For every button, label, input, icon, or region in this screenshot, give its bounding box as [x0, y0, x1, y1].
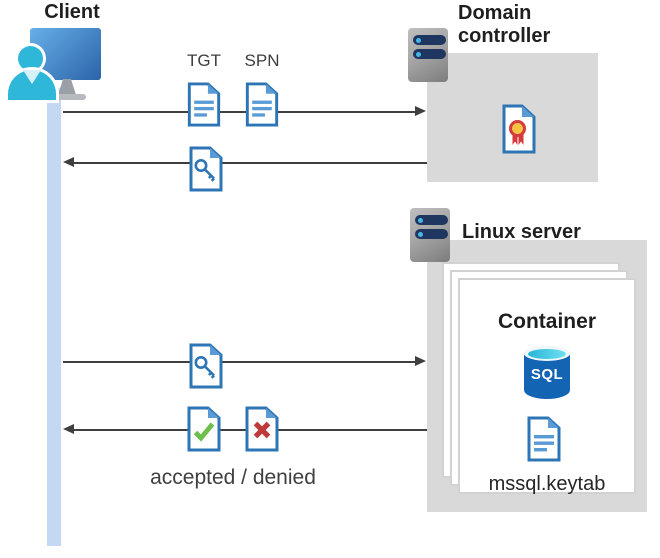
accepted-denied-label: accepted / denied	[150, 466, 316, 489]
person-icon	[18, 46, 43, 71]
monitor-stand	[58, 79, 76, 95]
domain-controller-label: Domain controller	[458, 2, 551, 47]
server-led-icon	[415, 51, 421, 57]
arrow-client-to-dc	[63, 106, 426, 117]
denied-document-icon	[245, 406, 279, 452]
server-bar	[415, 229, 448, 239]
server-led-icon	[417, 231, 423, 237]
client-device-icon	[8, 25, 114, 105]
container-label: Container	[497, 310, 596, 333]
keytab-label: mssql.keytab	[488, 473, 606, 495]
linux-server-label: Linux server	[462, 221, 581, 243]
sql-database-icon: SQL	[524, 346, 570, 404]
client-label: Client	[44, 1, 100, 23]
spn-document-icon	[245, 82, 279, 127]
client-lifeline	[47, 88, 61, 546]
monitor-base	[48, 94, 86, 100]
key-ticket-icon-response	[189, 146, 223, 192]
accepted-document-icon	[187, 406, 221, 452]
server-bar	[415, 215, 448, 225]
certificate-icon	[502, 104, 536, 154]
arrowhead-left-icon	[63, 424, 74, 435]
server-bar	[413, 35, 446, 45]
spn-label: SPN	[244, 51, 280, 70]
arrow-client-to-container	[63, 356, 426, 367]
key-ticket-icon-request	[189, 343, 223, 389]
person-collar	[23, 70, 41, 84]
arrowhead-right-icon	[415, 356, 426, 367]
sql-cylinder-top	[528, 348, 566, 359]
sql-badge-label: SQL	[530, 366, 564, 383]
server-bar	[413, 49, 446, 59]
arrow-dc-to-client	[63, 157, 427, 168]
server-led-icon	[415, 37, 421, 43]
linux-server-icon	[410, 208, 450, 262]
arrowhead-right-icon	[415, 106, 426, 117]
arrowhead-left-icon	[63, 157, 74, 168]
keytab-file-icon	[527, 416, 561, 462]
tgt-document-icon	[187, 82, 221, 127]
tgt-label: TGT	[187, 51, 221, 70]
dc-server-icon	[408, 28, 448, 82]
server-led-icon	[417, 217, 423, 223]
